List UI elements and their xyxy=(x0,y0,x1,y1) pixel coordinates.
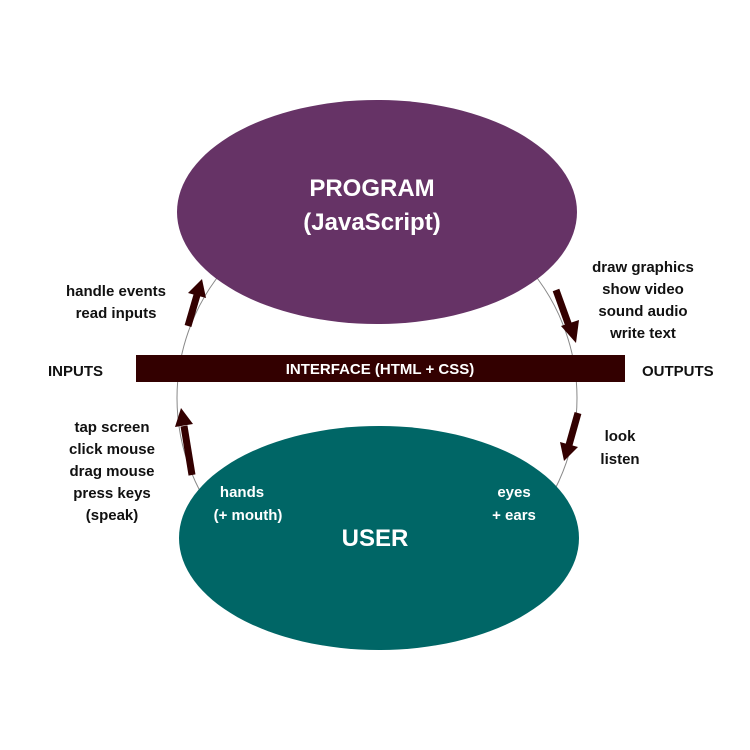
program-output-line-4: write text xyxy=(609,325,676,342)
user-perception-line-2: listen xyxy=(600,451,639,468)
user-left-label-line-1: hands xyxy=(220,484,264,501)
user-right-label-line-2: + ears xyxy=(492,507,536,524)
user-left-label-line-2: (+ mouth) xyxy=(214,507,283,524)
interface-label: INTERFACE (HTML + CSS) xyxy=(286,361,474,378)
program-title: PROGRAM xyxy=(309,175,434,202)
user-action-line-2: click mouse xyxy=(69,441,155,458)
program-input-line-1: handle events xyxy=(66,283,166,300)
user-perception-line-1: look xyxy=(605,428,636,445)
arrow-inputs-to-program xyxy=(184,279,206,327)
user-action-line-1: tap screen xyxy=(74,419,149,436)
user-ellipse xyxy=(179,426,579,650)
inputs-label: INPUTS xyxy=(48,363,103,380)
arrow-outputs-to-user xyxy=(560,412,582,461)
user-action-line-4: press keys xyxy=(73,485,151,502)
arrow-user-to-inputs xyxy=(175,408,196,476)
program-output-line-3: sound audio xyxy=(598,303,687,320)
program-ellipse xyxy=(177,100,577,324)
interface-bar xyxy=(136,355,625,382)
user-action-line-3: drag mouse xyxy=(69,463,154,480)
program-output-line-1: draw graphics xyxy=(592,259,694,276)
user-action-line-5: (speak) xyxy=(86,507,139,524)
user-title: USER xyxy=(342,525,409,552)
program-subtitle: (JavaScript) xyxy=(303,209,440,236)
program-input-line-2: read inputs xyxy=(76,305,157,322)
arrow-program-to-outputs xyxy=(552,288,579,343)
user-right-label-line-1: eyes xyxy=(497,484,530,501)
outputs-label: OUTPUTS xyxy=(642,363,714,380)
program-output-line-2: show video xyxy=(602,281,684,298)
